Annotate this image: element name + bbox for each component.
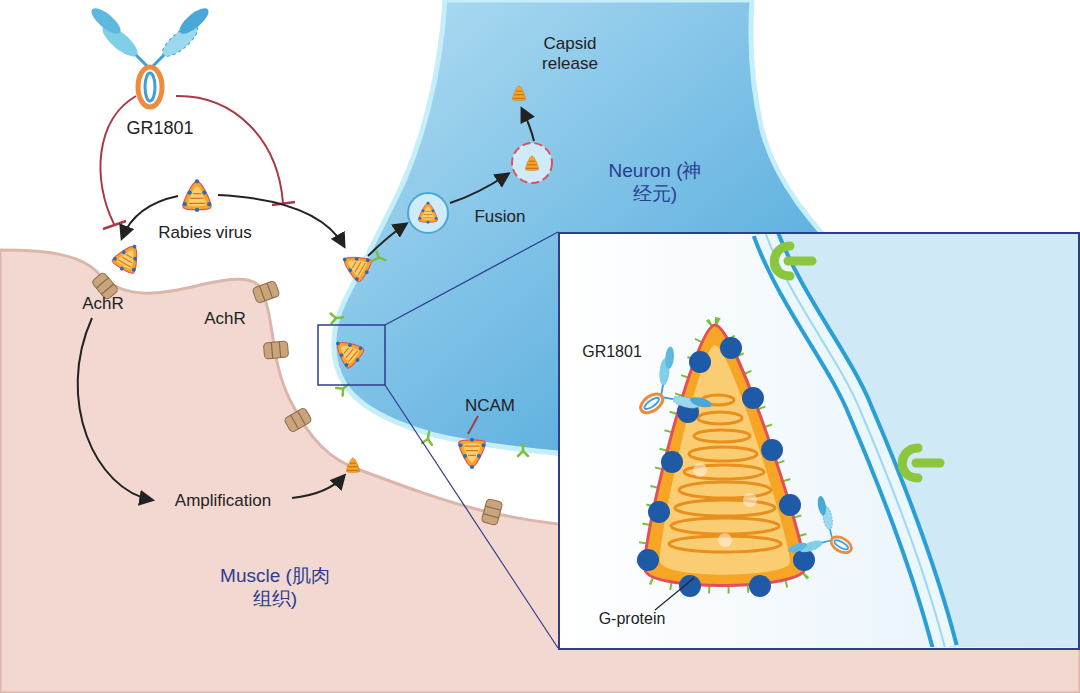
region-label: Neuron (神经元) [605, 160, 705, 206]
inhibition-bar [103, 221, 126, 229]
inhibition-line [100, 96, 136, 224]
inhibition-bar [272, 202, 295, 205]
flow-arrow [122, 196, 178, 238]
inhibition-line [176, 96, 283, 203]
flow-arrow [218, 195, 344, 246]
region-label: Muscle (肌肉组织) [215, 565, 335, 611]
region-label: GR1801 [576, 342, 648, 361]
region-label: G-protein [582, 609, 682, 628]
antibody-icon [88, 4, 213, 107]
virus-icon [110, 239, 147, 277]
callout-label: GR1801 [110, 118, 210, 140]
virus-icon [183, 179, 212, 212]
region-shape [0, 250, 1080, 693]
callout-label: Rabies virus [140, 223, 270, 243]
inset-panel: GR1801G-protein [558, 232, 1080, 650]
